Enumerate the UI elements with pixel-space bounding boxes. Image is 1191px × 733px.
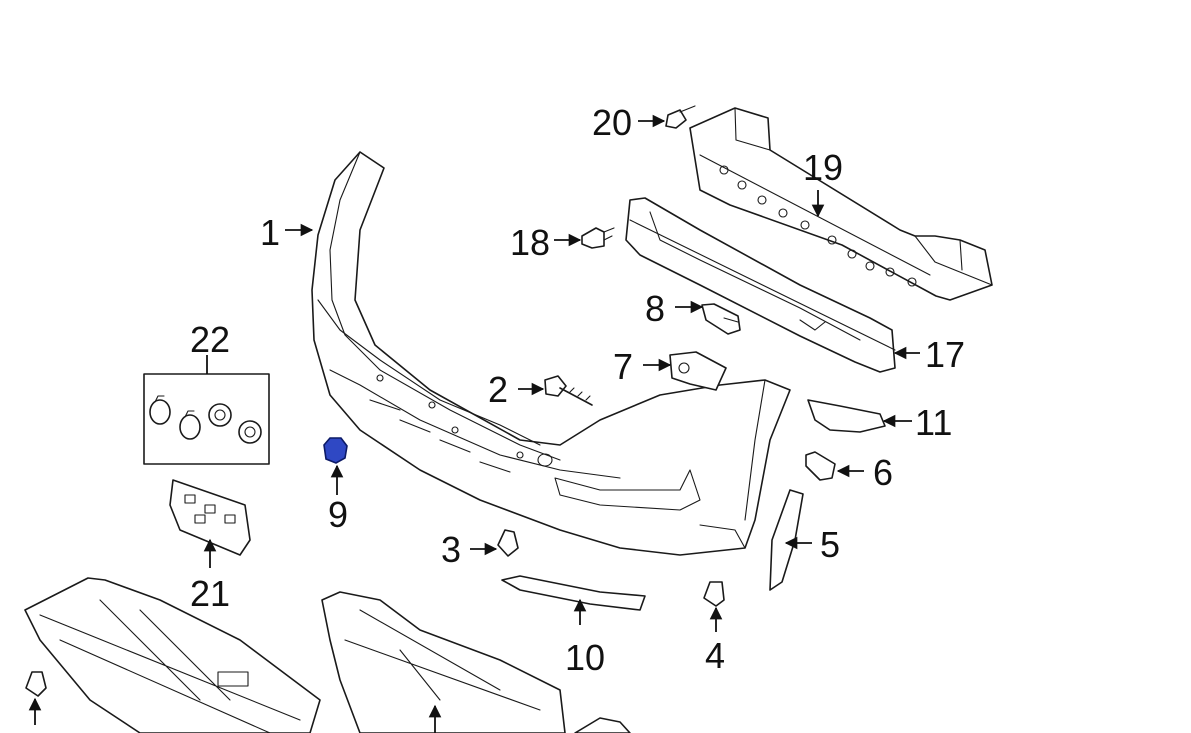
license-bracket-part[interactable] bbox=[169, 479, 251, 556]
clip-part-3[interactable] bbox=[497, 529, 519, 557]
bolt-part-8[interactable] bbox=[701, 303, 741, 335]
callout-21: 21 bbox=[190, 573, 230, 614]
callout-20: 20 bbox=[592, 102, 632, 143]
callout-17: 17 bbox=[925, 334, 965, 375]
callout-5: 5 bbox=[820, 524, 840, 565]
bolt-part-2[interactable] bbox=[544, 375, 593, 406]
callout-14: 14 bbox=[18, 727, 58, 733]
bracket-part-11[interactable] bbox=[807, 399, 886, 433]
bracket-part-5[interactable] bbox=[769, 489, 804, 591]
energy-absorber-part[interactable] bbox=[625, 197, 896, 373]
callout-7: 7 bbox=[613, 346, 633, 387]
leader-lines bbox=[28, 114, 920, 733]
callout-2: 2 bbox=[488, 369, 508, 410]
callout-18: 18 bbox=[510, 222, 550, 263]
nut-part-7[interactable] bbox=[669, 351, 727, 391]
callout-22: 22 bbox=[190, 319, 230, 360]
bolt-part-20[interactable] bbox=[665, 105, 696, 129]
tow-hook-cap-part[interactable] bbox=[323, 437, 348, 464]
cap-kit-part[interactable] bbox=[143, 355, 270, 465]
callout-labels: 1 2 3 4 5 6 7 8 9 10 11 14 17 18 19 20 2… bbox=[18, 102, 965, 733]
callout-4: 4 bbox=[705, 635, 725, 676]
callout-6: 6 bbox=[873, 452, 893, 493]
trim-strip-part-10[interactable] bbox=[501, 575, 646, 611]
bumper-cover-part[interactable] bbox=[311, 151, 791, 556]
callout-3: 3 bbox=[441, 529, 461, 570]
callout-19: 19 bbox=[803, 147, 843, 188]
lower-shield-center-part[interactable] bbox=[321, 591, 631, 733]
callout-9: 9 bbox=[328, 494, 348, 535]
lower-shield-left-part[interactable] bbox=[24, 577, 321, 733]
clip-part-14[interactable] bbox=[25, 671, 47, 697]
bolt-part-6[interactable] bbox=[805, 451, 836, 481]
clip-part-4[interactable] bbox=[703, 581, 725, 607]
callout-10: 10 bbox=[565, 637, 605, 678]
pin-part-18[interactable] bbox=[581, 227, 615, 249]
callout-8: 8 bbox=[645, 288, 665, 329]
callout-1: 1 bbox=[260, 212, 280, 253]
callout-11: 11 bbox=[915, 402, 952, 443]
